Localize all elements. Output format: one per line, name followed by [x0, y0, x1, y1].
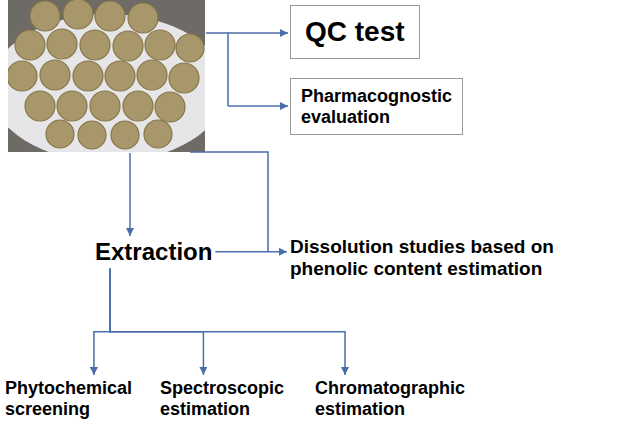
flow-arrow [110, 269, 203, 375]
step-label: Extraction [95, 238, 212, 266]
node-text: Phytochemical screening [5, 378, 132, 419]
tablet-photo [8, 0, 205, 152]
process-box: Pharmacognostic evaluation [290, 78, 463, 135]
node-text: Dissolution studies based on phenolic co… [290, 236, 630, 280]
flow-arrow [110, 269, 345, 375]
arrow-line [129, 153, 131, 236]
step-label: Dissolution studies based on phenolic co… [290, 236, 630, 280]
arrow-line [228, 105, 288, 107]
node-text: QC test [305, 16, 405, 48]
branch-line [190, 152, 268, 252]
step-label: Phytochemical screening [5, 378, 132, 419]
flow-arrow [215, 251, 287, 253]
arrow-line [228, 32, 288, 34]
node-text: Chromatographic estimation [315, 378, 465, 419]
flow-arrow [94, 269, 110, 375]
step-label: Spectroscopic estimation [160, 378, 284, 419]
branch-line [206, 33, 228, 106]
step-label: Chromatographic estimation [315, 378, 465, 419]
process-box: QC test [290, 5, 420, 59]
photo-arrows [130, 33, 288, 252]
node-text: Extraction [95, 238, 212, 266]
node-text: Pharmacognostic evaluation [301, 86, 452, 127]
node-text: Spectroscopic estimation [160, 378, 284, 419]
